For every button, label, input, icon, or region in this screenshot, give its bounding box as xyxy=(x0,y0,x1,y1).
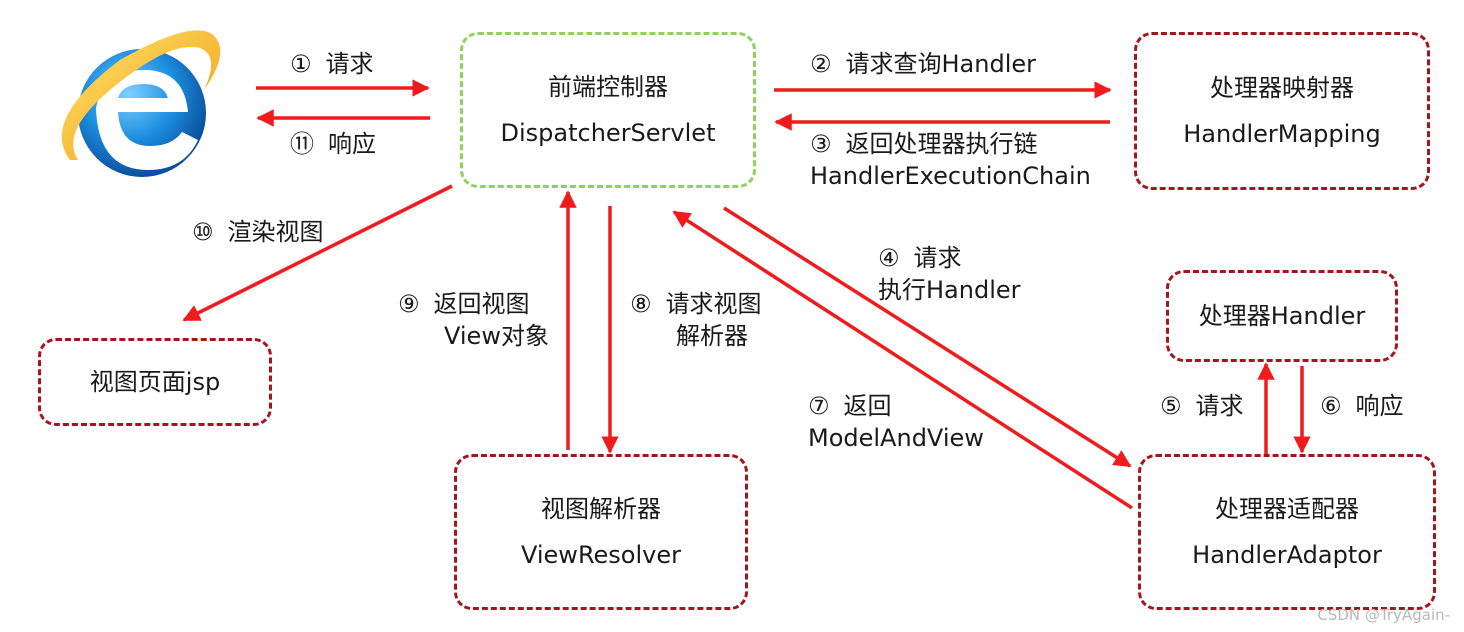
node-handler-mapping-en: HandlerMapping xyxy=(1183,120,1381,148)
step-2-text: 请求查询Handler xyxy=(845,50,1037,78)
step-10-number: ⑩ xyxy=(192,218,214,246)
step-7-number: ⑦ xyxy=(808,392,830,420)
step-9-number: ⑨ xyxy=(398,290,420,318)
step-3-number: ③ xyxy=(810,130,832,158)
step-2-number: ② xyxy=(810,50,832,78)
step-9-text: 返回视图 xyxy=(433,290,530,318)
label-step-2: ② 请求查询Handler xyxy=(810,48,1036,80)
node-view-resolver-cn: 视图解析器 xyxy=(541,495,661,523)
step-11-number: ⑪ xyxy=(290,130,314,158)
arrow-step-7 xyxy=(672,210,1133,510)
label-step-1: ① 请求 xyxy=(290,48,374,80)
arrow-step-10 xyxy=(182,184,453,322)
label-step-4: ④ 请求 执行Handler xyxy=(878,242,1021,306)
step-5-number: ⑤ xyxy=(1160,392,1182,420)
node-handler-adaptor-en: HandlerAdaptor xyxy=(1192,541,1382,569)
step-1-text: 请求 xyxy=(325,50,374,78)
node-view-resolver-en: ViewResolver xyxy=(520,541,681,569)
label-step-8: ⑧ 请求视图 解析器 xyxy=(630,288,762,352)
step-7-text-2: ModelAndView xyxy=(808,424,984,452)
label-step-10: ⑩ 渲染视图 xyxy=(192,216,324,248)
ie-browser-icon xyxy=(61,30,221,177)
step-1-number: ① xyxy=(290,50,312,78)
node-front-controller-cn: 前端控制器 xyxy=(548,73,668,101)
label-step-7: ⑦ 返回 ModelAndView xyxy=(808,390,984,454)
step-5-text: 请求 xyxy=(1195,392,1244,420)
node-view-resolver: 视图解析器 ViewResolver xyxy=(454,454,748,610)
watermark: CSDN @TryAgain- xyxy=(1317,606,1450,624)
label-step-6: ⑥ 响应 xyxy=(1320,390,1404,422)
step-7-text: 返回 xyxy=(843,392,892,420)
step-4-text-2: 执行Handler xyxy=(878,276,1021,304)
node-front-controller-en: DispatcherServlet xyxy=(500,119,716,147)
step-3-text-2: HandlerExecutionChain xyxy=(810,162,1091,190)
label-step-3: ③ 返回处理器执行链 HandlerExecutionChain xyxy=(810,128,1091,192)
step-10-text: 渲染视图 xyxy=(227,218,324,246)
step-6-text: 响应 xyxy=(1355,392,1404,420)
step-8-text-2: 解析器 xyxy=(676,322,748,350)
node-handler-adaptor-cn: 处理器适配器 xyxy=(1215,495,1359,523)
node-handler-adaptor: 处理器适配器 HandlerAdaptor xyxy=(1138,454,1436,610)
label-step-5: ⑤ 请求 xyxy=(1160,390,1244,422)
arrow-step-4 xyxy=(723,206,1132,468)
label-step-9: ⑨ 返回视图 View对象 xyxy=(398,288,549,352)
node-handler-mapping-cn: 处理器映射器 xyxy=(1210,74,1354,102)
node-view-jsp-cn: 视图页面jsp xyxy=(89,368,221,396)
step-3-text: 返回处理器执行链 xyxy=(845,130,1038,158)
step-4-text: 请求 xyxy=(913,244,962,272)
step-6-number: ⑥ xyxy=(1320,392,1342,420)
node-handler-mapping: 处理器映射器 HandlerMapping xyxy=(1134,32,1430,190)
node-handler-cn: 处理器Handler xyxy=(1198,302,1366,330)
step-11-text: 响应 xyxy=(328,130,376,158)
step-4-number: ④ xyxy=(878,244,900,272)
step-8-number: ⑧ xyxy=(630,290,652,318)
step-8-text: 请求视图 xyxy=(665,290,762,318)
step-9-text-2: View对象 xyxy=(444,322,549,350)
node-front-controller: 前端控制器 DispatcherServlet xyxy=(460,32,756,188)
node-handler: 处理器Handler xyxy=(1166,270,1398,362)
label-step-11: ⑪ 响应 xyxy=(290,128,376,160)
node-view-jsp: 视图页面jsp xyxy=(38,338,272,426)
